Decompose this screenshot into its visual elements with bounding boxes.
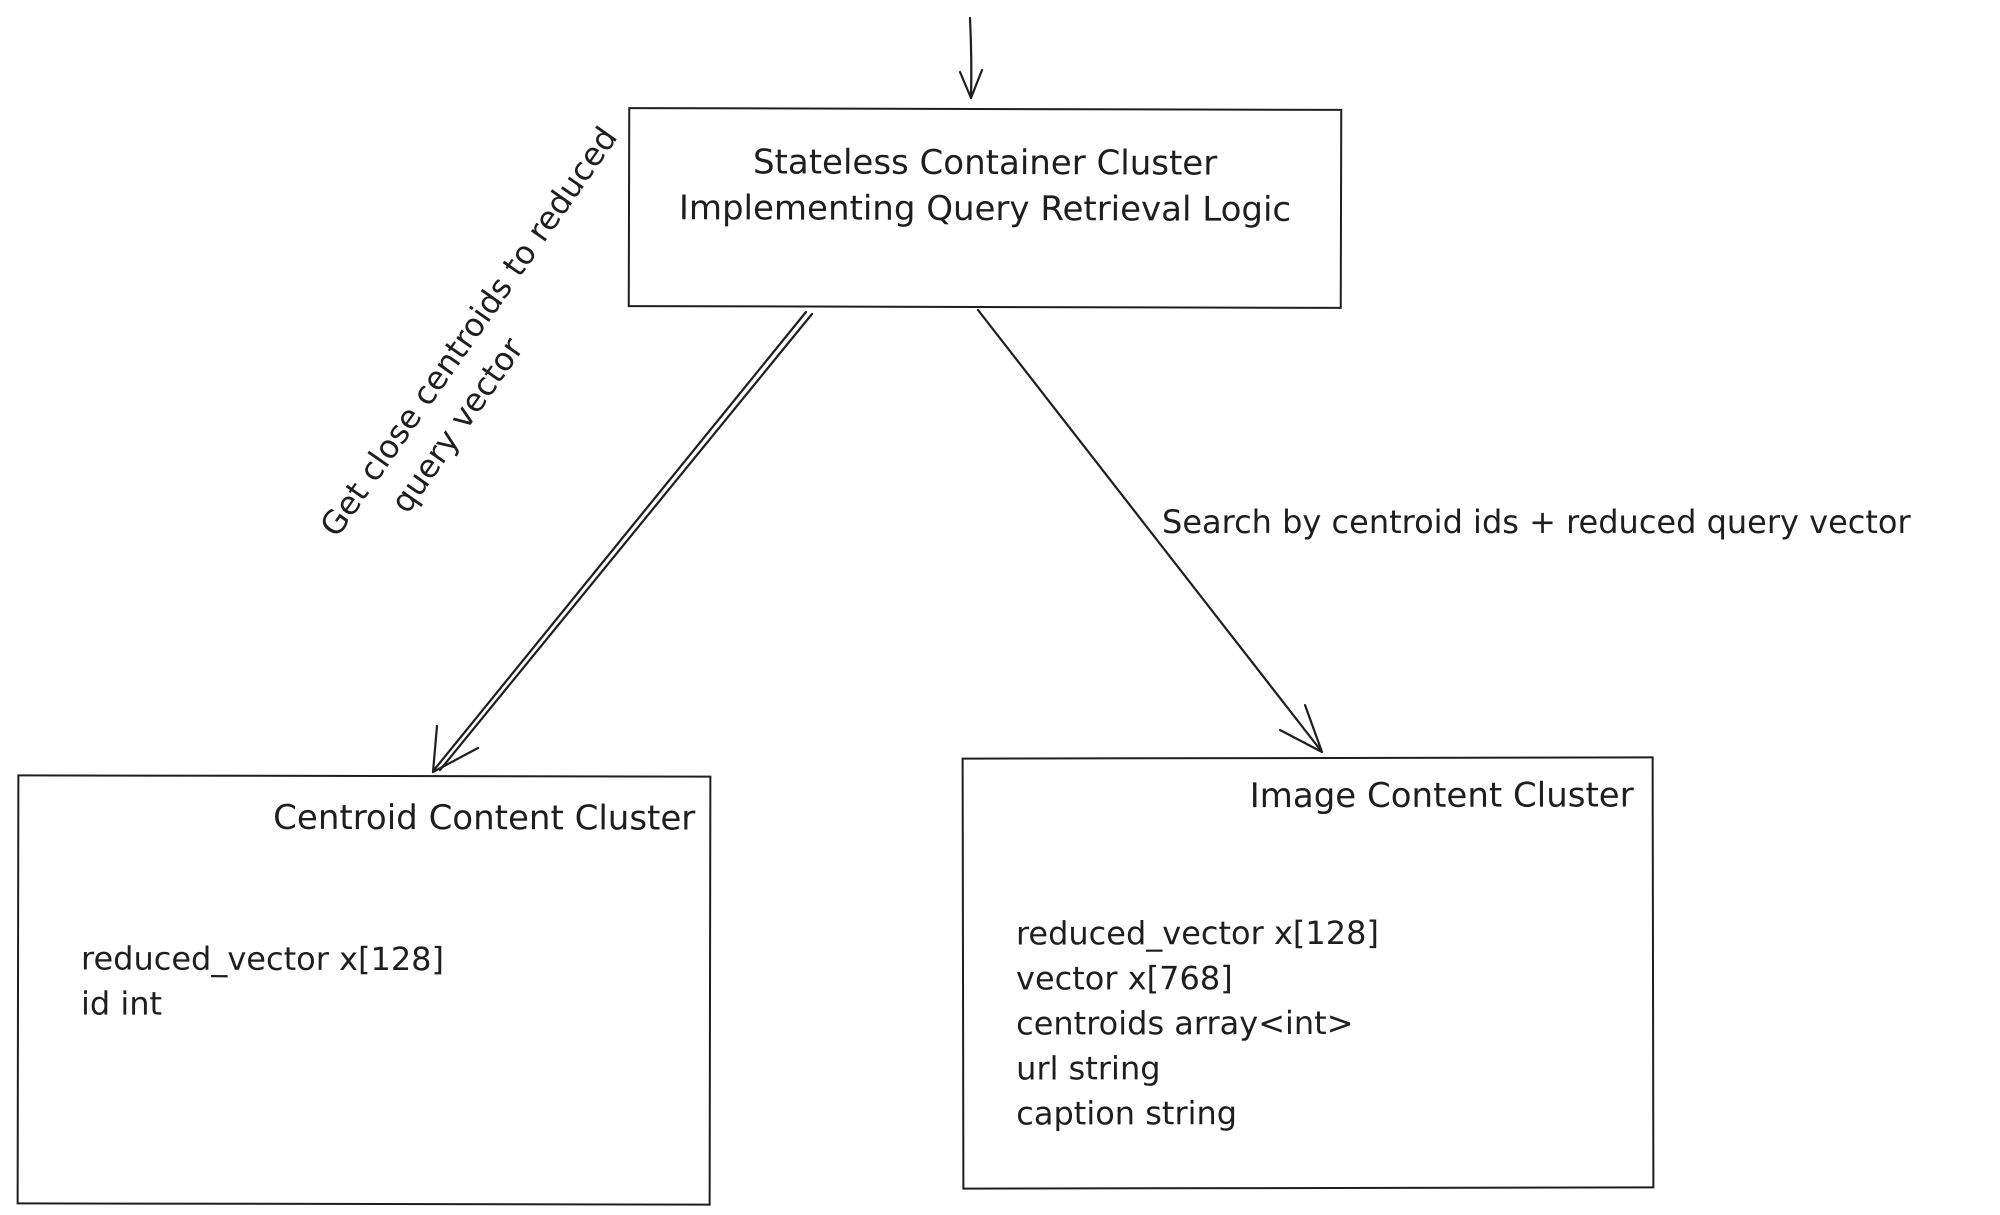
image-cluster-fields: reduced_vector x[128] vector x[768] cent… bbox=[1016, 911, 1379, 1137]
centroid-cluster-title: Centroid Content Cluster bbox=[273, 797, 696, 839]
image-content-cluster-box: Image Content Cluster reduced_vector x[1… bbox=[961, 756, 1655, 1190]
centroid-content-cluster-box: Centroid Content Cluster reduced_vector … bbox=[16, 774, 712, 1206]
centroid-cluster-fields: reduced_vector x[128] id int bbox=[81, 937, 444, 1028]
image-cluster-title: Image Content Cluster bbox=[1249, 775, 1634, 817]
field-row: url string bbox=[1016, 1049, 1161, 1088]
field-row: caption string bbox=[1016, 1094, 1238, 1133]
field-row: vector x[768] bbox=[1015, 959, 1233, 998]
query-cluster-title-line-1: Stateless Container Cluster bbox=[752, 142, 1218, 184]
field-row: centroids array<int> bbox=[1016, 1003, 1354, 1043]
query-retrieval-cluster-box: Stateless Container Cluster Implementing… bbox=[627, 107, 1343, 309]
arrow-to-image bbox=[976, 308, 1324, 754]
field-row: reduced_vector x[128] bbox=[1015, 913, 1379, 953]
field-row: id int bbox=[80, 984, 163, 1023]
edge-label-search: Search by centroid ids + reduced query v… bbox=[1162, 503, 1911, 541]
arrow-to-centroid bbox=[431, 310, 814, 774]
incoming-arrow bbox=[958, 16, 984, 100]
field-row: reduced_vector x[128] bbox=[81, 939, 445, 979]
query-cluster-title: Stateless Container Cluster Implementing… bbox=[630, 139, 1340, 233]
query-cluster-title-line-2: Implementing Query Retrieval Logic bbox=[678, 188, 1292, 230]
